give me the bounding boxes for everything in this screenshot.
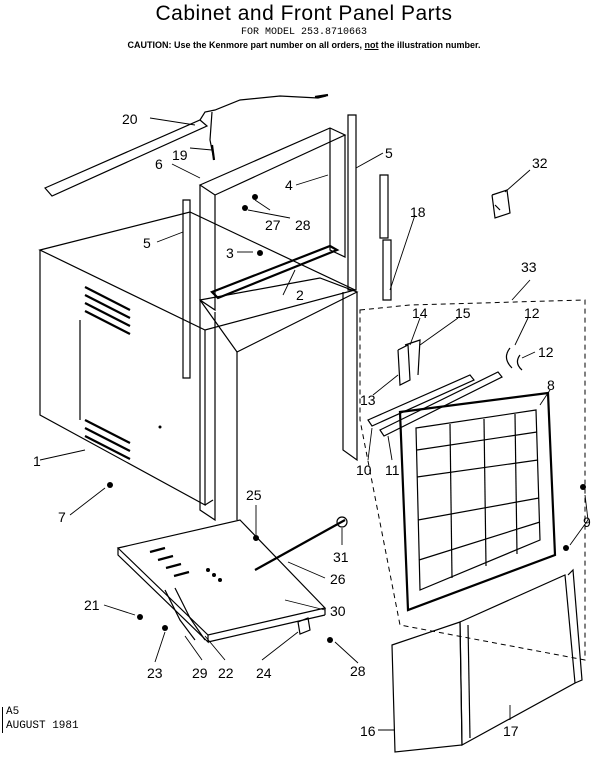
callout-10: 10 (356, 462, 372, 478)
callout-6: 6 (155, 156, 163, 172)
footer-code: A5 (6, 706, 20, 718)
callout-26: 26 (330, 571, 346, 587)
top-rail (44, 93, 329, 197)
callout-23: 23 (147, 665, 163, 681)
louvre-parts (367, 339, 523, 437)
callout-12-bottom: 12 (538, 344, 554, 360)
front-panel (391, 568, 583, 753)
callout-29: 29 (192, 665, 208, 681)
callout-28-bottom: 28 (350, 663, 366, 679)
callout-27: 27 (265, 217, 281, 233)
callout-4: 4 (285, 177, 293, 193)
callout-33: 33 (521, 259, 537, 275)
callout-labels: 1 2 3 4 5 5 6 7 8 9 10 11 12 12 13 14 15… (33, 111, 591, 739)
callout-12-top: 12 (524, 305, 540, 321)
callout-31: 31 (333, 549, 349, 565)
base-pan (116, 516, 348, 644)
callout-3: 3 (226, 245, 234, 261)
group-33-outline (359, 299, 586, 661)
callout-8: 8 (547, 377, 555, 393)
caution-emphasis: not (364, 40, 379, 50)
callout-2: 2 (296, 287, 304, 303)
caution-text-start: CAUTION: Use the Kenmore part number on … (127, 40, 365, 50)
callout-15: 15 (455, 305, 471, 321)
leader-lines (39, 117, 589, 731)
front-frame (198, 127, 347, 312)
page-title: Cabinet and Front Panel Parts (155, 2, 453, 25)
callout-20: 20 (122, 111, 138, 127)
callout-17: 17 (503, 723, 519, 739)
callout-9: 9 (583, 514, 591, 530)
callout-5-right: 5 (385, 145, 393, 161)
callout-22: 22 (218, 665, 234, 681)
callout-19: 19 (172, 147, 188, 163)
cabinet (38, 211, 357, 507)
caution-note: CAUTION: Use the Kenmore part number on … (0, 40, 608, 50)
caution-text-end: the illustration number. (378, 40, 481, 50)
screws (107, 194, 586, 643)
side-strips (182, 114, 392, 379)
footer-bar (2, 707, 3, 733)
model-number: FOR MODEL 253.8710663 (240, 27, 368, 38)
callout-1: 1 (33, 453, 41, 469)
callout-14: 14 (412, 305, 428, 321)
callout-32: 32 (532, 155, 548, 171)
bracket-32 (491, 189, 511, 219)
callout-13: 13 (360, 392, 376, 408)
front-grille (398, 391, 557, 612)
callout-5-left: 5 (143, 235, 151, 251)
callout-25: 25 (246, 487, 262, 503)
callout-18: 18 (410, 204, 426, 220)
callout-11: 11 (385, 462, 400, 478)
callout-7: 7 (58, 509, 66, 525)
callout-30: 30 (330, 603, 346, 619)
footer-date: AUGUST 1981 (6, 720, 79, 732)
callout-21: 21 (84, 597, 100, 613)
callout-24: 24 (256, 665, 272, 681)
inner-sleeve (198, 277, 359, 522)
footer: A5 AUGUST 1981 (2, 705, 79, 733)
callout-28-top: 28 (295, 217, 311, 233)
callout-16: 16 (360, 723, 376, 739)
